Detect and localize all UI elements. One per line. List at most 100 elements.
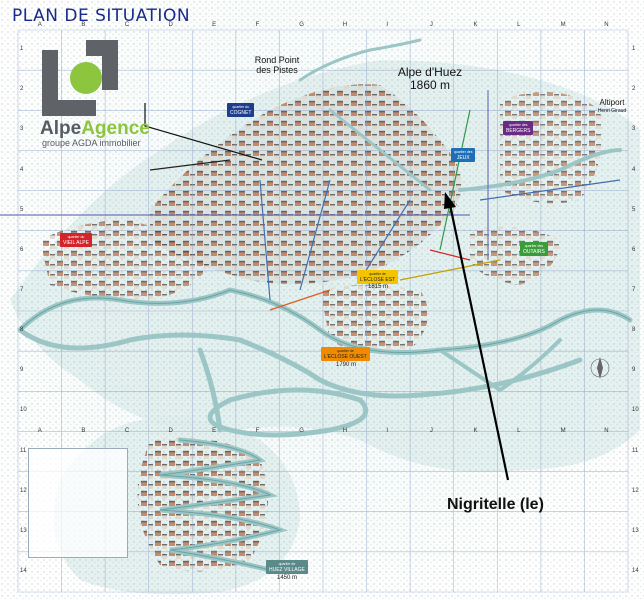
quarter-tag-vieil-alpe-label: VIEIL ALPE — [63, 240, 89, 246]
quarter-tag-bergers: quartier des BERGERS — [503, 121, 534, 135]
grid-column-label: D — [168, 428, 173, 434]
quarter-tag-bergers-label: BERGERS — [506, 128, 531, 134]
grid-column-label: C — [124, 428, 130, 434]
grid-row-label: 5 — [20, 206, 24, 213]
map-legend — [28, 448, 128, 558]
logo-pointer-line — [144, 103, 263, 161]
quarter-tag-eclose-est-label: L'ECLOSE EST — [360, 277, 396, 283]
quarter-tag-eclose-ouest: quartier de L'ECLOSE OUEST — [321, 347, 370, 361]
quarter-tag-vieil-alpe-small: quartier du — [67, 235, 85, 239]
grid-row-label: 14 — [20, 567, 27, 574]
grid-row-label: 14 — [632, 567, 639, 574]
grid-column-label: H — [342, 22, 348, 28]
grid-column-label: B — [81, 22, 86, 28]
grid-column-label: K — [473, 428, 478, 434]
quarter-tag-eclose-est-small: quartier de — [369, 272, 386, 276]
callout-arrowhead — [444, 192, 456, 209]
grid-row-label: 12 — [20, 487, 27, 494]
grid-row-label: 9 — [20, 367, 24, 374]
place-altiport-name: Altiport — [599, 98, 625, 107]
place-rond-point-line2: des Pistes — [256, 65, 298, 75]
grid-row-label: 1 — [20, 46, 24, 53]
grid-column-label: L — [517, 428, 521, 434]
grid-row-label: 3 — [20, 126, 24, 133]
grid-column-label: L — [517, 22, 521, 28]
quarter-tag-eclose-est: quartier de L'ECLOSE EST — [357, 270, 399, 284]
logo-subtitle: groupe AGDA immobilier — [42, 138, 141, 148]
callout-arrow — [447, 199, 510, 481]
grid-column-label: M — [560, 22, 566, 28]
grid-column-label: C — [124, 22, 130, 28]
place-alpe-dhuez-altitude: 1860 m — [409, 78, 451, 92]
logo-wordmark-part2: Agence — [81, 118, 150, 139]
quarter-tag-outairs-label: OUTAIRS — [523, 249, 545, 255]
grid-row-label: 9 — [632, 367, 636, 374]
bergers-buildings — [500, 92, 603, 204]
grid-row-label: 10 — [20, 407, 27, 414]
quarter-tag-eclose-ouest-label: L'ECLOSE OUEST — [324, 354, 367, 360]
grid-row-label: 2 — [20, 86, 24, 93]
quarter-tag-bergers-small: quartier des — [508, 123, 528, 127]
grid-row-label: 8 — [632, 327, 636, 334]
quarter-tag-outairs-small: quartier des — [524, 244, 544, 248]
grid-column-label: J — [429, 428, 433, 434]
grid-column-label: E — [212, 428, 217, 434]
grid-column-label: G — [299, 428, 304, 434]
grid-row-label: 3 — [632, 126, 636, 133]
place-alpe-dhuez-name: Alpe d'Huez — [397, 65, 463, 79]
grid-column-label: I — [386, 428, 389, 434]
grid-row-label: 12 — [632, 487, 639, 494]
grid-column-label: M — [560, 428, 566, 434]
grid-column-label: F — [255, 22, 260, 28]
grid-row-label: 4 — [632, 166, 636, 173]
town-center-buildings — [150, 84, 462, 285]
grid-row-label: 7 — [632, 286, 636, 293]
grid-row-label: 11 — [632, 447, 639, 454]
grid-column-label: H — [342, 428, 348, 434]
grid-column-label: E — [212, 22, 217, 28]
grid-row-label: 8 — [20, 327, 24, 334]
grid-column-label: J — [429, 22, 433, 28]
place-altiport: Altiport Henri Giraud — [592, 98, 632, 114]
quarter-tag-vieil-alpe: quartier du VIEIL ALPE — [60, 233, 92, 247]
place-altiport-sub: Henri Giraud — [597, 108, 627, 114]
altitude-eclose-ouest: 1790 m — [336, 362, 357, 368]
quarter-tag-eclose-ouest-small: quartier de — [336, 349, 354, 353]
quarter-tag-jeux-small: quartier des — [454, 150, 473, 154]
grid-column-label: N — [604, 22, 609, 28]
grid-column-label: K — [473, 22, 478, 28]
roads — [17, 38, 633, 573]
logo-wordmark-part1: Alpe — [40, 118, 82, 139]
grid-row-label: 6 — [632, 246, 636, 253]
grid-column-label: I — [386, 22, 389, 28]
outairs-buildings — [470, 226, 560, 285]
altitude-eclose-est: 1815 m — [368, 284, 389, 290]
grid-row-label: 5 — [632, 206, 636, 213]
place-rond-point: Rond Point des Pistes — [242, 55, 312, 75]
place-alpe-dhuez: Alpe d'Huez 1860 m — [390, 66, 470, 92]
grid-column-label: B — [81, 428, 86, 434]
grid-row-label: 6 — [20, 246, 24, 253]
grid-row-label: 4 — [20, 166, 24, 173]
quarter-tag-outairs: quartier des OUTAIRS — [520, 242, 548, 256]
callout-label: Nigritelle (le) — [447, 496, 544, 513]
quarter-tag-jeux-label: JEUX — [456, 155, 470, 161]
quarter-tag-cognet: quartier du COGNET — [227, 103, 255, 117]
grid-column-label: G — [299, 22, 304, 28]
quarter-tag-cognet-label: COGNET — [230, 110, 252, 116]
grid-column-label: F — [255, 428, 260, 434]
logo-wordmark: AlpeAgence — [40, 118, 150, 140]
grid-row-label: 10 — [632, 407, 639, 414]
quarter-tag-huez-village: quartier de HUEZ VILLAGE — [266, 560, 308, 574]
quarter-tag-huez-village-small: quartier de — [278, 562, 296, 566]
quarter-tag-cognet-small: quartier du — [232, 105, 250, 109]
place-rond-point-line1: Rond Point — [254, 55, 300, 65]
grid-row-label: 7 — [20, 286, 24, 293]
grid-column-label: D — [168, 22, 173, 28]
alpeagence-logo — [42, 40, 118, 116]
ski-lifts — [149, 109, 621, 311]
altitude-huez-village: 1450 m — [277, 575, 298, 581]
grid-row-label: 13 — [20, 527, 27, 534]
compass-icon — [590, 357, 610, 379]
grid-row-label: 1 — [632, 46, 636, 53]
